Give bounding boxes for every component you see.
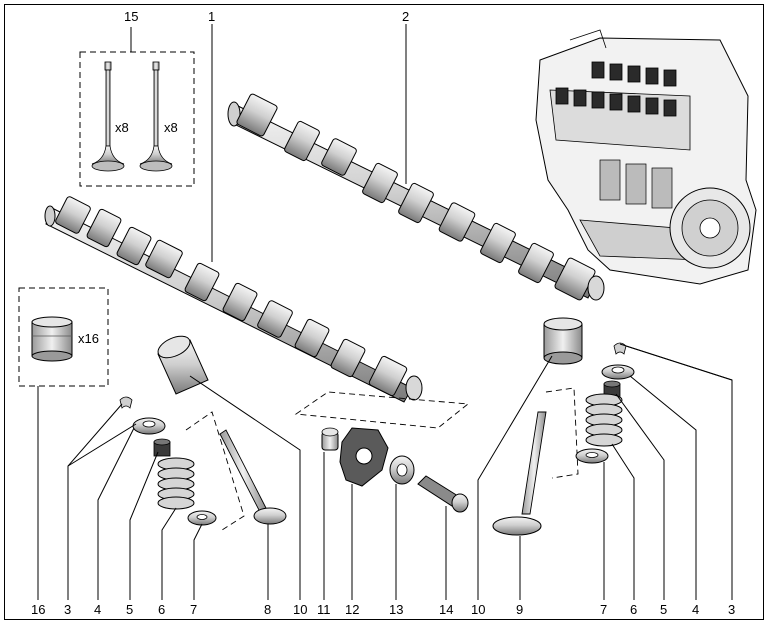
callout-10-left: 10 xyxy=(293,602,307,617)
callout-14: 14 xyxy=(439,602,453,617)
exhaust-camshaft-icon xyxy=(44,196,423,403)
callout-5-left: 5 xyxy=(126,602,133,617)
valve-seal-icon xyxy=(153,438,171,457)
spring-retainer-icon xyxy=(132,417,166,435)
callout-1: 1 xyxy=(208,9,215,24)
callout-4-right: 4 xyxy=(692,602,699,617)
callout-2: 2 xyxy=(402,9,409,24)
callout-11: 11 xyxy=(317,602,331,617)
intake-camshaft-icon xyxy=(227,93,605,301)
sprocket-bolt-icon xyxy=(417,475,469,513)
valve-kit-group: x8 x8 xyxy=(79,27,195,187)
valve-icon xyxy=(91,61,125,172)
callout-15: 15 xyxy=(124,9,138,24)
callout-16: 16 xyxy=(31,602,45,617)
callout-9: 9 xyxy=(516,602,523,617)
callout-8: 8 xyxy=(264,602,271,617)
engine-assembly-icon xyxy=(535,29,757,285)
trigger-wheel-icon xyxy=(339,427,389,487)
valve-spring-icon xyxy=(585,393,623,447)
washer-icon xyxy=(389,455,415,485)
callout-3-right: 3 xyxy=(728,602,735,617)
callout-6-right: 6 xyxy=(630,602,637,617)
valve-icon xyxy=(139,61,173,172)
spring-seat-icon xyxy=(575,448,609,464)
tappet-icon xyxy=(157,335,209,395)
callout-6-left: 6 xyxy=(158,602,165,617)
callout-numbers: 15 1 2 16 3 4 5 6 7 8 10 11 12 13 14 10 … xyxy=(31,9,735,617)
tappet-icon xyxy=(543,317,583,365)
callout-10-right: 10 xyxy=(471,602,485,617)
valve-spring-icon xyxy=(157,457,195,510)
valve-left-quantity: x8 xyxy=(115,120,129,135)
valve-icon xyxy=(219,429,287,525)
valve-icon xyxy=(492,411,547,536)
callout-7-left: 7 xyxy=(190,602,197,617)
valve-right-quantity: x8 xyxy=(164,120,178,135)
callout-12: 12 xyxy=(345,602,359,617)
callout-7-right: 7 xyxy=(600,602,607,617)
tappet-quantity: x16 xyxy=(78,331,99,346)
tappet-kit-group: x16 xyxy=(18,287,109,387)
callout-13: 13 xyxy=(389,602,403,617)
callout-5-right: 5 xyxy=(660,602,667,617)
valve-keepers-icon xyxy=(119,396,133,409)
diagram-frame xyxy=(4,4,764,620)
leader-lines xyxy=(37,24,733,600)
spring-seat-icon xyxy=(187,510,217,526)
spring-retainer-icon xyxy=(601,364,635,380)
dowel-pin-icon xyxy=(321,427,339,451)
callout-3-left: 3 xyxy=(64,602,71,617)
callout-4-left: 4 xyxy=(94,602,101,617)
valve-keepers-icon xyxy=(613,342,627,355)
tappet-icon xyxy=(31,316,73,362)
